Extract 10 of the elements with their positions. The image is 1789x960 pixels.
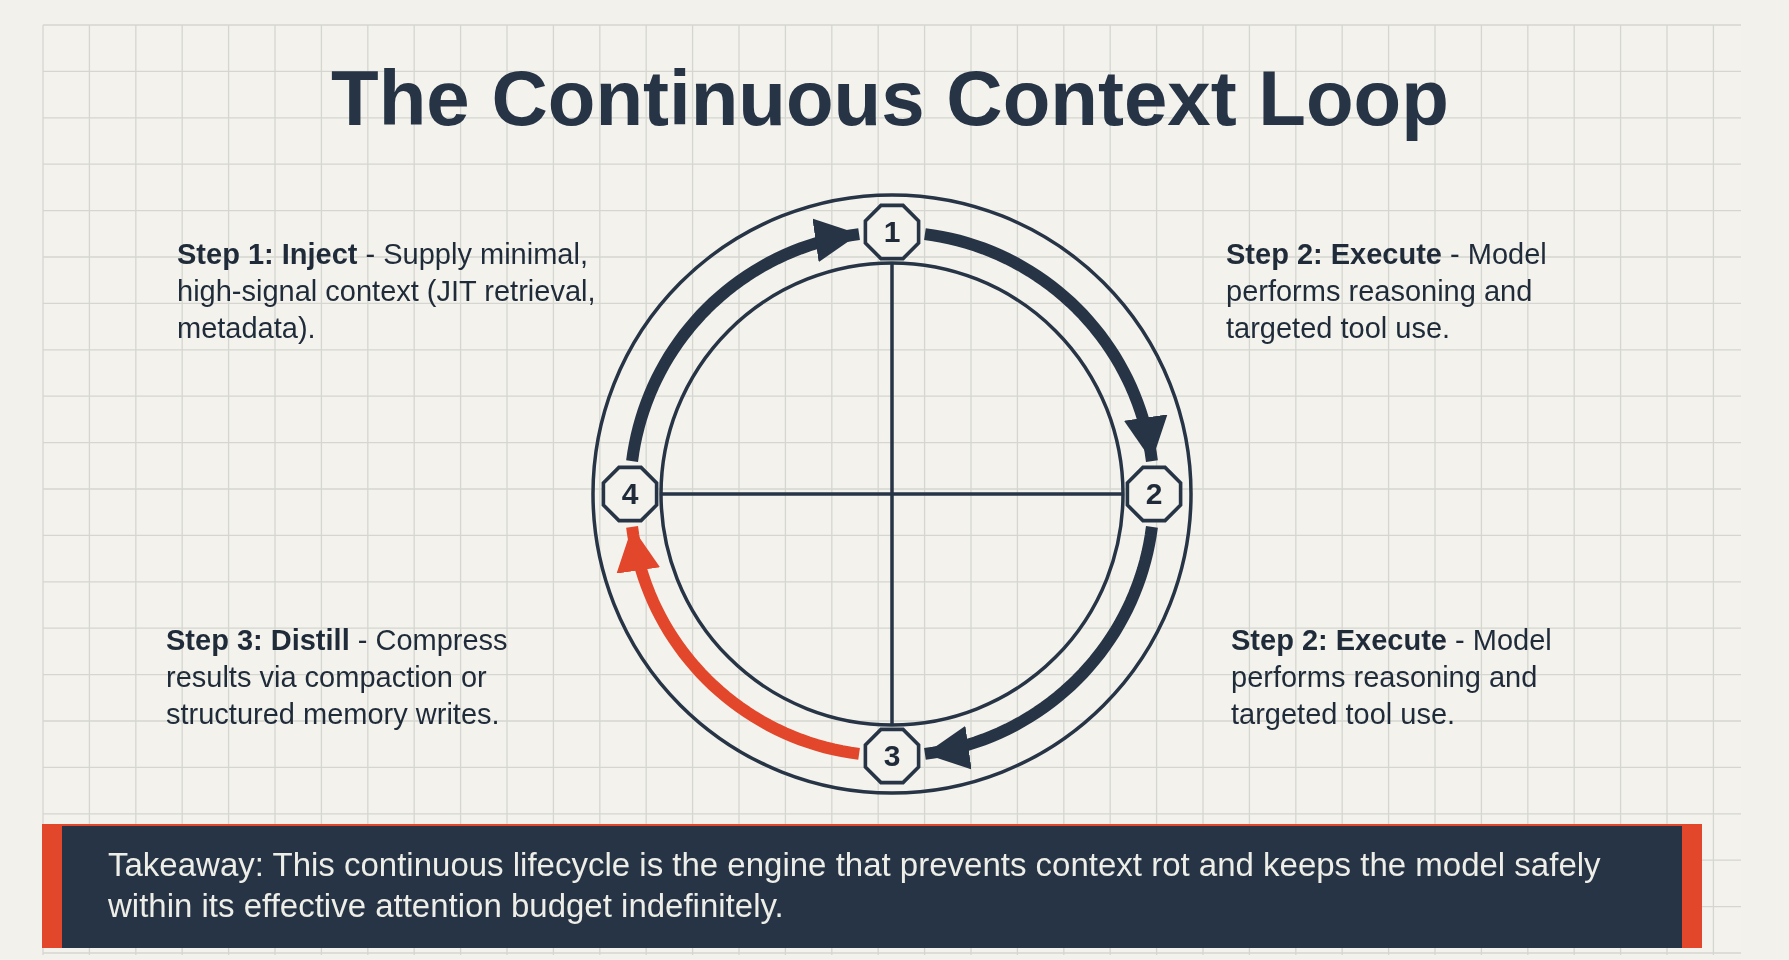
cycle-arrow xyxy=(924,228,1168,462)
step-description: Step 2: Execute - Model performs reasoning and targeted tool use. xyxy=(1226,237,1548,346)
cycle-arrow xyxy=(626,218,860,462)
step-description: Step 2: Execute - Model performs reasoning and targeted tool use. xyxy=(1231,623,1553,732)
step-description: Step 1: Inject - Supply minimal, high-signal context (JIT retrieval, metadata). xyxy=(177,237,597,346)
cycle-arrow xyxy=(616,526,860,760)
step-description: Step 3: Distill - Compress results via compaction or structured memory writes. xyxy=(166,623,509,732)
cycle-arrow xyxy=(924,526,1158,770)
takeaway-banner: Takeaway: This continuous lifecycle is the engine that prevents context rot and keeps the model safely within its effective attention budget indefinitely. xyxy=(42,824,1702,948)
title: The Continuous Context Loop xyxy=(330,53,1450,144)
